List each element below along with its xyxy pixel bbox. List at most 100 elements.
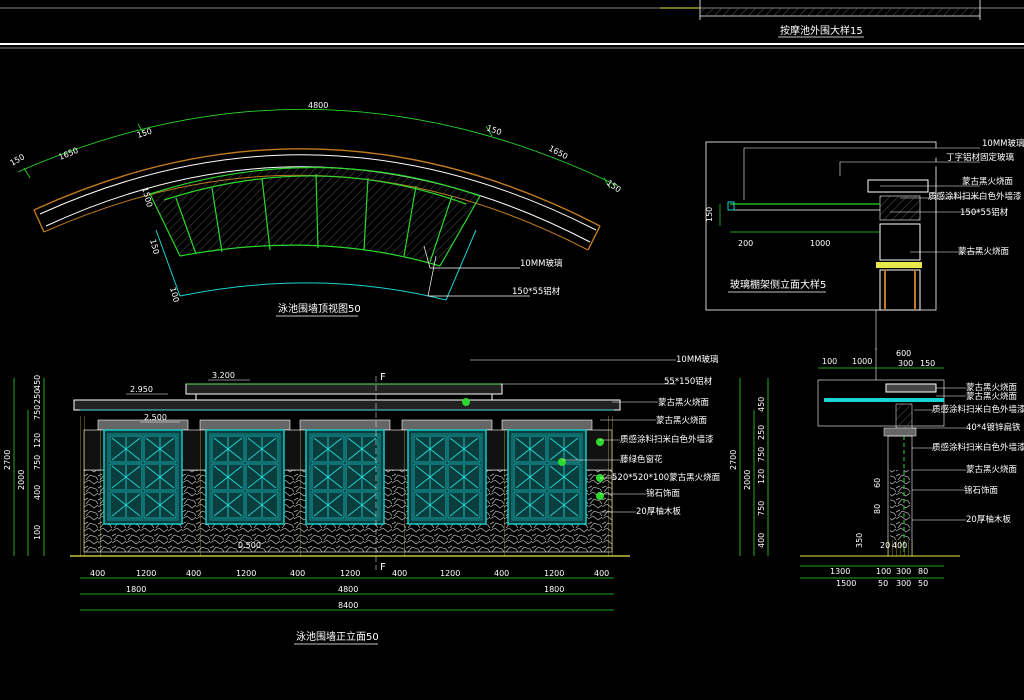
plan-dim-side-c: 150 — [148, 238, 161, 255]
side-left-450: 450 — [757, 397, 766, 412]
level-3200: 3.200 — [212, 371, 235, 380]
elev-bottom-total: 8400 — [338, 601, 358, 610]
elev-left-dim: 120 — [33, 433, 42, 448]
window-screen — [205, 429, 285, 525]
side-bot-50: 50 — [878, 579, 888, 588]
elev-bottom-dim-2: 1800 — [544, 585, 564, 594]
side-top-150: 150 — [920, 359, 935, 368]
plan-dim-edge-right: 150 — [605, 178, 623, 194]
plan-label-alu: 150*55铝材 — [512, 286, 561, 297]
level-2500: 2.500 — [144, 413, 167, 422]
elev-left-2000: 2000 — [17, 470, 26, 490]
top-strip-caption: 按摩池外围大样15 — [780, 24, 863, 37]
elev-label-3: 蒙古黑火烧面 — [656, 415, 708, 426]
side-small-20: 20 — [880, 541, 890, 550]
plan-dim-total: 4800 — [308, 101, 328, 110]
front-elevation: 3.200 2.950 2.500 0.500 F F — [3, 354, 721, 645]
elev-label-6: 520*520*100蒙古黑火烧面 — [612, 472, 721, 483]
side-left-250: 250 — [757, 425, 766, 440]
elev-label-8: 20厚柚木板 — [636, 506, 681, 517]
elev-bottom-dim: 1200 — [236, 569, 256, 578]
window-screen — [407, 429, 487, 525]
side-small-400: 400 — [892, 541, 907, 550]
level-2950: 2.950 — [130, 385, 153, 394]
plan-dim-end-left: 150 — [136, 127, 153, 140]
elev-bottom-dim: 400 — [494, 569, 509, 578]
section-label-5: 蒙古黑火烧面 — [958, 246, 1010, 257]
side-label-0: 蒙古黑火烧面 — [966, 382, 1018, 393]
section-label-1: 丁字铝材固定玻璃 — [946, 152, 1015, 163]
elev-left-dim: 450 — [33, 375, 42, 390]
side-label-6: 锦石饰面 — [964, 485, 999, 496]
section-dim-200: 200 — [738, 239, 753, 248]
side-small-350: 350 — [855, 533, 864, 548]
level-0500: 0.500 — [238, 541, 261, 550]
elev-bottom-dim: 1200 — [440, 569, 460, 578]
window-screens — [98, 429, 587, 556]
section-detail: 55 150 200 1000 10MM玻璃 丁字铝材固定玻璃 蒙古黑火烧面 质… — [705, 138, 1024, 350]
elev-bottom-dim: 1200 — [544, 569, 564, 578]
plan-dim-left: 1650 — [57, 146, 79, 162]
elev-left-dim: 400 — [33, 485, 42, 500]
side-bot-1500: 1500 — [836, 579, 856, 588]
side-label-3: 40*4镀锌扁铁 — [966, 422, 1021, 433]
elev-bottom-dim-2: 4800 — [338, 585, 358, 594]
side-bot-80: 80 — [918, 567, 928, 576]
side-label-7: 20厚柚木板 — [966, 514, 1011, 525]
section-label-2: 蒙古黑火烧面 — [962, 176, 1014, 187]
section-mark-top: F — [380, 372, 386, 383]
side-top-1000: 1000 — [852, 357, 872, 366]
section-label-3: 质感涂料扫米白色外墙漆 — [928, 191, 1022, 202]
section-dim-1000: 1000 — [810, 239, 830, 248]
elev-left-2700: 2700 — [3, 450, 12, 470]
side-bot-1300: 1300 — [830, 567, 850, 576]
elev-label-1: 55*150铝材 — [664, 376, 713, 387]
elev-label-0: 10MM玻璃 — [676, 354, 719, 365]
plan-view: 4800 1650 1650 150 150 150 150 1500 150 … — [9, 101, 623, 317]
side-top-100: 100 — [822, 357, 837, 366]
elev-bottom-dim: 400 — [90, 569, 105, 578]
side-bot-100: 100 — [876, 567, 891, 576]
window-screen — [103, 429, 183, 525]
elev-bottom-dim: 1200 — [340, 569, 360, 578]
section-label-0: 10MM玻璃 — [982, 138, 1024, 149]
plan-dim-side-a: 1500 — [140, 186, 154, 208]
side-left-2000: 2000 — [743, 470, 752, 490]
side-top-300: 300 — [898, 359, 913, 368]
side-label-4: 质感涂料扫米白色外墙漆 — [932, 442, 1024, 453]
plan-dim-edge-left: 150 — [9, 152, 27, 167]
elev-label-2: 蒙古黑火烧面 — [658, 397, 710, 408]
side-label-2: 质感涂料扫米白色外墙漆 — [932, 404, 1024, 415]
plan-dim-right: 1650 — [547, 144, 569, 162]
side-bot-50b: 50 — [918, 579, 928, 588]
elev-bottom-dim: 400 — [594, 569, 609, 578]
side-top-600: 600 — [896, 349, 911, 358]
elev-label-5: 藤绿色窗花 — [620, 454, 663, 465]
side-left-750b: 750 — [757, 501, 766, 516]
section-title: 玻璃棚架侧立面大样5 — [730, 278, 826, 291]
elev-left-dim: 750 — [33, 455, 42, 470]
elev-left-dim: 750 — [33, 405, 42, 420]
side-elevation: 100 1000 600 300 150 2700 2000 450 250 7… — [729, 348, 1024, 588]
section-mark-bottom: F — [380, 562, 386, 573]
elev-left-dim: 100 — [33, 525, 42, 540]
window-screen — [507, 429, 587, 525]
side-small-80: 80 — [873, 504, 882, 514]
window-screen — [305, 429, 385, 525]
section-dim-150: 150 — [705, 207, 714, 222]
side-bot-300: 300 — [896, 567, 911, 576]
side-left-750: 750 — [757, 447, 766, 462]
section-label-4: 150*55铝材 — [960, 207, 1009, 218]
side-label-5: 蒙古黑火烧面 — [966, 464, 1018, 475]
side-label-1: 蒙古黑火烧面 — [966, 391, 1018, 402]
side-left-2700: 2700 — [729, 450, 738, 470]
plan-dim-bottom: 100 — [168, 286, 181, 303]
elev-bottom-dim: 400 — [186, 569, 201, 578]
elev-left-dim: 250 — [33, 389, 42, 404]
side-left-120: 120 — [757, 469, 766, 484]
top-strip: 按摩池外围大样15 — [0, 0, 1024, 49]
elev-bottom-dim-2: 1800 — [126, 585, 146, 594]
side-small-60: 60 — [873, 478, 882, 488]
